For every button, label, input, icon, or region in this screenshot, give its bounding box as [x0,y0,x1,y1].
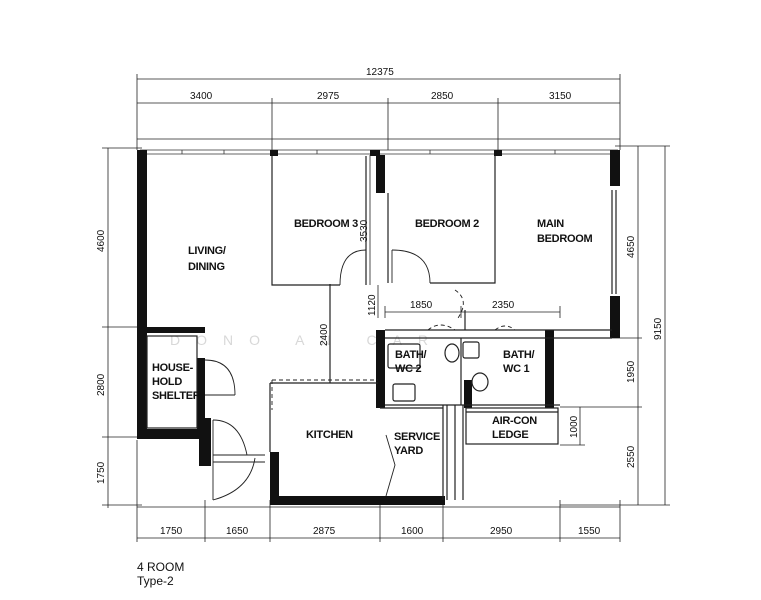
service-yard-label-line1: SERVICE [394,431,440,443]
dim-right-overall: 9150 [653,317,664,340]
dim-left-2: 2800 [96,373,107,396]
shelter-label-line2: HOLD [152,376,182,388]
dim-bottom-3: 2875 [313,526,336,537]
dim-right-1: 4650 [626,235,637,258]
dim-kitchen-link: 2400 [319,323,330,346]
kitchen-label: KITCHEN [306,429,353,441]
bottom-dimensions [136,440,621,542]
dim-bottom-6: 1550 [578,526,601,537]
living-label-line2: DINING [188,261,225,273]
dim-right-3: 2550 [626,445,637,468]
dim-top-3: 2850 [431,91,454,102]
structural-walls [137,150,620,505]
service-yard-label-line2: YARD [394,445,423,457]
right-dimensions [560,145,670,506]
shelter-label-line3: SHELTER [152,390,201,402]
bedroom3-label: BEDROOM 3 [294,218,358,230]
left-dimensions [102,147,142,508]
dim-top-1: 3400 [190,91,213,102]
dim-bottom-1: 1750 [160,526,183,537]
plan-caption-type: 4 ROOM [137,560,185,574]
living-label-line1: LIVING/ [188,245,226,257]
dim-bottom-4: 1600 [401,526,424,537]
watermark: DONO AN CAR [170,332,444,348]
dim-aircon-depth: 1000 [569,415,580,438]
bath1-label-line2: WC 1 [503,363,529,375]
dim-bottom-2: 1650 [226,526,249,537]
dim-bath1-width: 2350 [492,300,515,311]
door-swings [204,249,431,501]
partitions [146,156,617,500]
top-dimensions [136,74,621,150]
dim-corridor-width: 1120 [367,294,378,316]
dim-overall-width: 12375 [366,67,394,78]
dashed-openings [271,289,516,410]
dim-right-2: 1950 [626,360,637,383]
interior-dim-lines [369,155,561,318]
shelter-label-line1: HOUSE- [152,362,194,374]
dim-bath2-width: 1850 [410,300,433,311]
main-bedroom-label-line2: BEDROOM [537,233,592,245]
dim-left-3: 1750 [96,461,107,484]
main-bedroom-label-line1: MAIN [537,218,564,230]
dim-top-2: 2975 [317,91,340,102]
bath2-label-line2: WC 2 [395,363,421,375]
aircon-ledge-label-line2: LEDGE [492,429,528,441]
bath2-label-line1: BATH/ [395,349,427,361]
dim-left-1: 4600 [96,229,107,252]
aircon-ledge-label-line1: AIR-CON [492,415,537,427]
bath1-label-line1: BATH/ [503,349,535,361]
bedroom2-label: BEDROOM 2 [415,218,479,230]
plan-caption-subtype: Type-2 [137,574,174,588]
dim-bedroom3-depth: 3530 [359,219,370,242]
dim-bottom-5: 2950 [490,526,513,537]
dim-top-4: 3150 [549,91,572,102]
